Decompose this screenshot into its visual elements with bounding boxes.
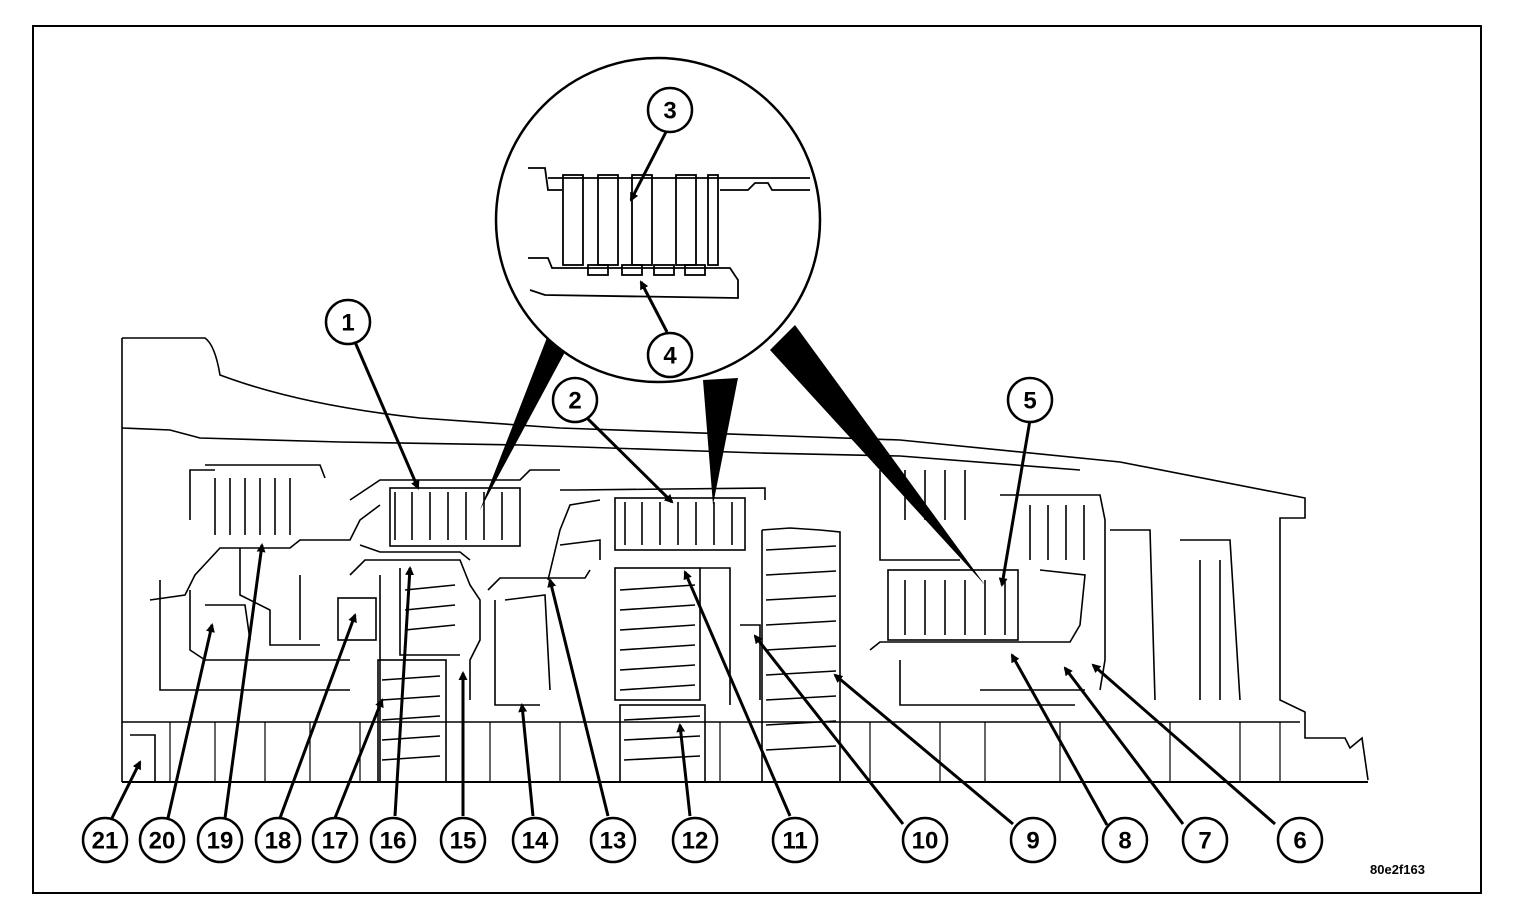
callout-17: 17 <box>322 828 349 855</box>
callout-1-circle <box>324 298 372 346</box>
callout-1: 1 <box>341 310 354 337</box>
callouts <box>81 86 1324 864</box>
transmission-housing <box>121 337 1369 783</box>
callout-6-circle <box>1276 816 1324 864</box>
callout-20: 20 <box>149 828 176 855</box>
callout-17-circle <box>311 816 359 864</box>
callout-19-circle <box>196 816 244 864</box>
callout-12-circle <box>671 816 719 864</box>
callout-13: 13 <box>600 828 627 855</box>
callout-18: 18 <box>265 828 292 855</box>
callout-12: 12 <box>682 828 709 855</box>
callout-11-circle <box>771 816 819 864</box>
callout-8-circle <box>1101 816 1149 864</box>
callout-14: 14 <box>522 828 549 855</box>
callout-20-circle <box>138 816 186 864</box>
callout-9-circle <box>1009 816 1057 864</box>
magnifier-detail <box>480 56 985 585</box>
callout-5: 5 <box>1023 388 1036 415</box>
figure-frame <box>32 25 1482 894</box>
callout-4: 4 <box>663 343 677 370</box>
callout-11: 11 <box>782 828 807 855</box>
callout-8: 8 <box>1118 828 1131 855</box>
callout-21-circle <box>81 816 129 864</box>
callout-2: 2 <box>568 388 581 415</box>
callout-21: 21 <box>92 828 119 855</box>
callout-3: 3 <box>663 98 676 125</box>
callout-10-circle <box>901 816 949 864</box>
callout-15: 15 <box>450 828 477 855</box>
callout-labels: 1 2 3 4 5 6 7 8 9 10 11 12 13 14 15 16 1… <box>92 98 1307 855</box>
callout-2-circle <box>551 376 599 424</box>
callout-5-circle <box>1006 376 1054 424</box>
callout-7-circle <box>1181 816 1229 864</box>
callout-18-circle <box>254 816 302 864</box>
callout-15-circle <box>439 816 487 864</box>
callout-9: 9 <box>1026 828 1039 855</box>
callout-3-circle <box>646 86 694 134</box>
callout-19: 19 <box>207 828 234 855</box>
callout-6: 6 <box>1293 828 1306 855</box>
callout-13-circle <box>589 816 637 864</box>
leader-arrows <box>110 129 1276 826</box>
figure-code: 80e2f163 <box>1370 862 1425 877</box>
callout-14-circle <box>511 816 559 864</box>
callout-16: 16 <box>380 828 407 855</box>
callout-16-circle <box>369 816 417 864</box>
callout-10: 10 <box>912 828 939 855</box>
callout-4-circle <box>646 331 694 379</box>
callout-7: 7 <box>1198 828 1211 855</box>
